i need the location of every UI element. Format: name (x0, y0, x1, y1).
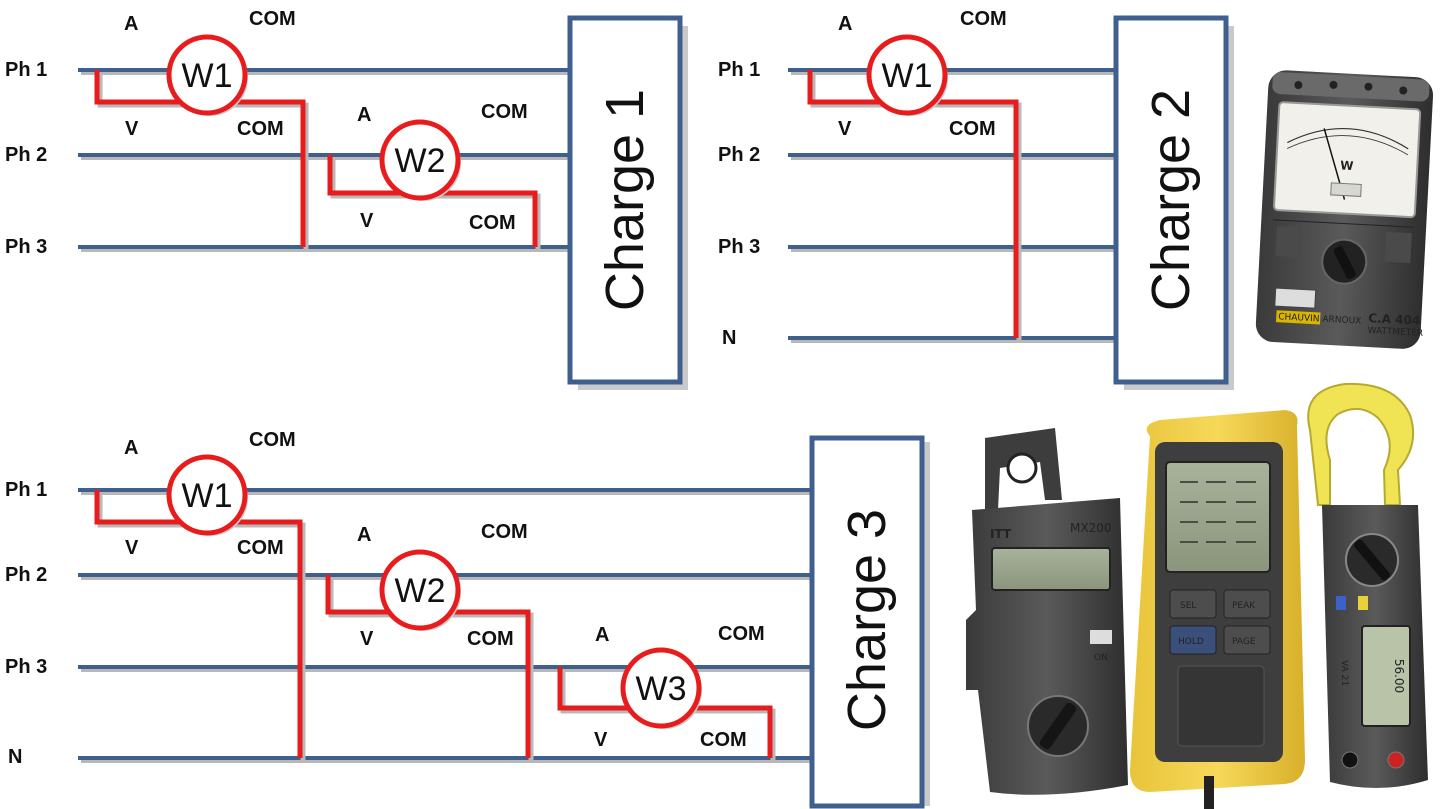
wattmeter-w3: W3 A COM V COM (557, 623, 776, 761)
wattmeter-w2: W2 A COM V COM (325, 521, 534, 761)
label-w1: W1 (882, 57, 933, 95)
load-charge-1: Charge 1 (567, 15, 688, 390)
terminal-v: V (125, 537, 139, 559)
label-w1: W1 (182, 477, 233, 515)
terminal-v: V (594, 729, 608, 751)
va21-reading: 56.00 (1392, 659, 1406, 693)
terminal-a: A (838, 13, 852, 35)
diagram-charge-3: Ph 1 Ph 2 Ph 3 N W1 A COM V COM W2 A COM… (5, 429, 930, 809)
terminal-v: V (360, 628, 374, 650)
terminal-v: V (360, 210, 374, 232)
load-charge-3: Charge 3 (809, 435, 930, 809)
label-ph1: Ph 1 (5, 59, 47, 81)
wattmeter-brand: CHAUVIN ARNOUX (1278, 312, 1362, 326)
terminal-a: A (124, 13, 138, 35)
clamp-meter-va21-image: 56.00 VA 21 (1307, 382, 1428, 789)
mx200-on-label: ON (1094, 653, 1108, 663)
label-n: N (722, 327, 736, 349)
label-ph1: Ph 1 (718, 59, 760, 81)
label-ph1: Ph 1 (5, 479, 47, 501)
label-ph2: Ph 2 (5, 144, 47, 166)
wattmeter-scale-label: W (1340, 158, 1354, 173)
label-w2: W2 (395, 142, 446, 180)
mx200-model: MX200 (1070, 521, 1111, 535)
wattmeter-w1: W1 A COM V COM (807, 8, 1022, 341)
terminal-com: COM (481, 521, 528, 543)
terminal-com: COM (960, 8, 1007, 30)
label-n: N (8, 746, 22, 768)
clamp-meter-mx200-image: ITT MX200 ON (966, 428, 1128, 795)
label-ph3: Ph 3 (718, 236, 760, 258)
load-charge-2: Charge 2 (1113, 15, 1234, 390)
wattmeter-w1: W1 A COM V COM (94, 429, 306, 761)
wattmeter-model: C.A 404 (1368, 311, 1421, 328)
label-charge-3: Charge 3 (837, 509, 897, 731)
label-w2: W2 (395, 572, 446, 610)
terminal-a: A (124, 437, 138, 459)
diagram-charge-2: Ph 1 Ph 2 Ph 3 N W1 A COM V COM Charge 2 (718, 8, 1234, 390)
diagram-charge-1: Ph 1 Ph 2 Ph 3 W1 A COM V COM W2 A COM V… (5, 8, 688, 390)
terminal-a: A (357, 104, 371, 126)
terminal-v: V (125, 118, 139, 140)
label-ph3: Ph 3 (5, 236, 47, 258)
terminal-com: COM (718, 623, 765, 645)
wattmeter-type-label: WATTMETER (1367, 326, 1423, 339)
terminal-com: COM (237, 537, 284, 559)
terminal-com: COM (249, 429, 296, 451)
analyzer-button-page: PAGE (1232, 637, 1256, 647)
label-ph3: Ph 3 (5, 656, 47, 678)
label-ph2: Ph 2 (718, 144, 760, 166)
terminal-com: COM (481, 101, 528, 123)
terminal-com: COM (949, 118, 996, 140)
terminal-com: COM (700, 729, 747, 751)
analyzer-button-sel: SEL (1180, 601, 1196, 611)
terminal-com: COM (469, 212, 516, 234)
terminal-a: A (357, 524, 371, 546)
terminal-com: COM (237, 118, 284, 140)
analyzer-button-peak: PEAK (1232, 601, 1256, 611)
label-charge-1: Charge 1 (595, 89, 655, 311)
va21-model: VA 21 (1339, 660, 1349, 686)
terminal-a: A (595, 624, 609, 646)
wattmeter-w2: W2 A COM V COM (327, 101, 541, 250)
power-analyzer-image: SEL PEAK HOLD PAGE (1130, 410, 1305, 809)
terminal-v: V (838, 118, 852, 140)
label-charge-2: Charge 2 (1141, 89, 1201, 311)
label-w3: W3 (636, 670, 687, 708)
terminal-com: COM (249, 8, 296, 30)
mx200-brand: ITT (990, 527, 1012, 541)
analyzer-button-hold: HOLD (1178, 637, 1204, 647)
wattmeter-w1: W1 A COM V COM (94, 8, 309, 250)
label-ph2: Ph 2 (5, 564, 47, 586)
label-w1: W1 (182, 57, 233, 95)
analog-wattmeter-image: W CHAUVIN ARNOUX C.A 404 WATTMETER (1255, 70, 1434, 349)
terminal-com: COM (467, 628, 514, 650)
